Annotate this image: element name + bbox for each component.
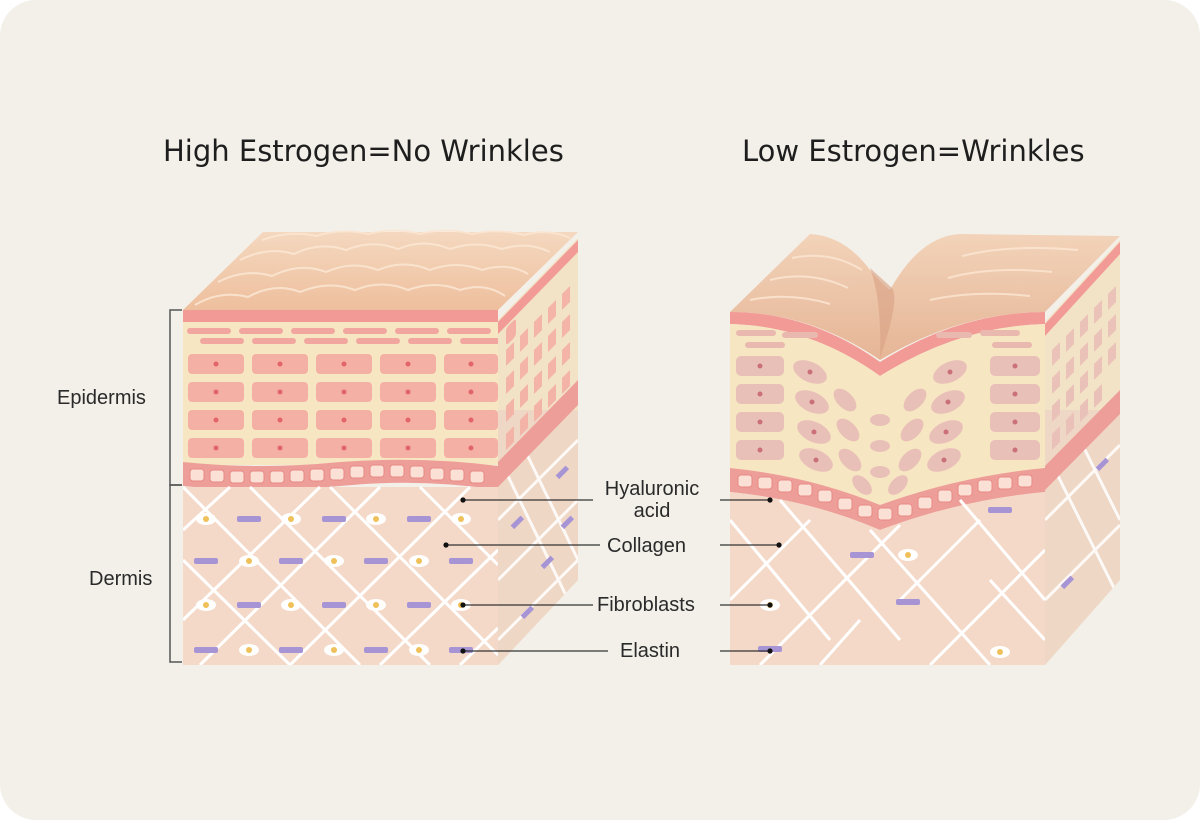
label-hyaluronic-acid: Hyaluronic acid [596, 478, 708, 522]
layer-brackets [169, 309, 182, 663]
wrinkled-skin-surface [730, 234, 1120, 360]
title-high-estrogen: High Estrogen=No Wrinkles [163, 134, 564, 168]
wrinkled-collagen-network [730, 499, 1045, 665]
label-hyaluronic-line2: acid [633, 500, 671, 522]
label-elastin: Elastin [620, 640, 681, 662]
label-collagen: Collagen [607, 535, 686, 557]
leader-lines [446, 499, 779, 652]
label-epidermis: Epidermis [57, 387, 146, 409]
label-dermis: Dermis [89, 568, 153, 590]
label-fibroblasts: Fibroblasts [597, 594, 695, 616]
wrinkled-skin-block [730, 234, 1120, 665]
healthy-elastin-fibers [194, 516, 473, 653]
leader-dots [443, 497, 782, 654]
healthy-fibroblasts [196, 513, 471, 656]
title-low-estrogen: Low Estrogen=Wrinkles [742, 134, 1085, 168]
label-hyaluronic-line1: Hyaluronic [604, 478, 700, 500]
healthy-skin-block [183, 229, 578, 665]
